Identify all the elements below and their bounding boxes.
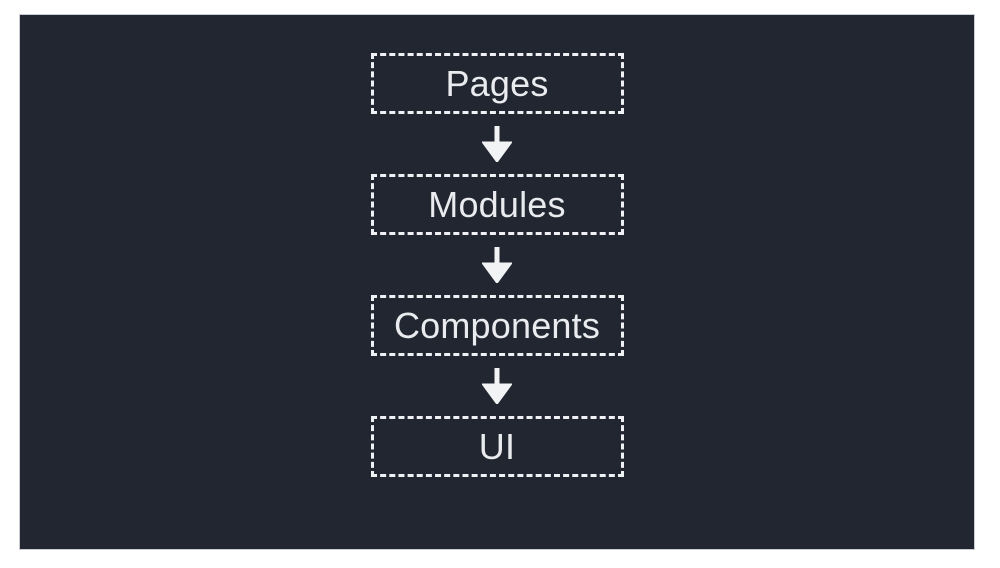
flow-node-label: Pages <box>445 62 549 104</box>
flow-node-label: UI <box>478 425 516 467</box>
flow-node-modules[interactable]: Modules <box>370 174 624 235</box>
diagram-canvas: Pages Modules Components <box>19 14 975 550</box>
flow-node-label: Modules <box>428 183 566 225</box>
arrow-down-icon <box>467 356 527 416</box>
architecture-layer-flow: Pages Modules Components <box>20 15 974 549</box>
arrow-down-icon <box>467 235 527 295</box>
flow-node-label: Components <box>393 304 601 346</box>
arrow-down-icon <box>467 114 527 174</box>
flow-node-components[interactable]: Components <box>370 295 624 356</box>
flow-node-pages[interactable]: Pages <box>370 53 624 114</box>
flow-node-ui[interactable]: UI <box>370 416 624 477</box>
